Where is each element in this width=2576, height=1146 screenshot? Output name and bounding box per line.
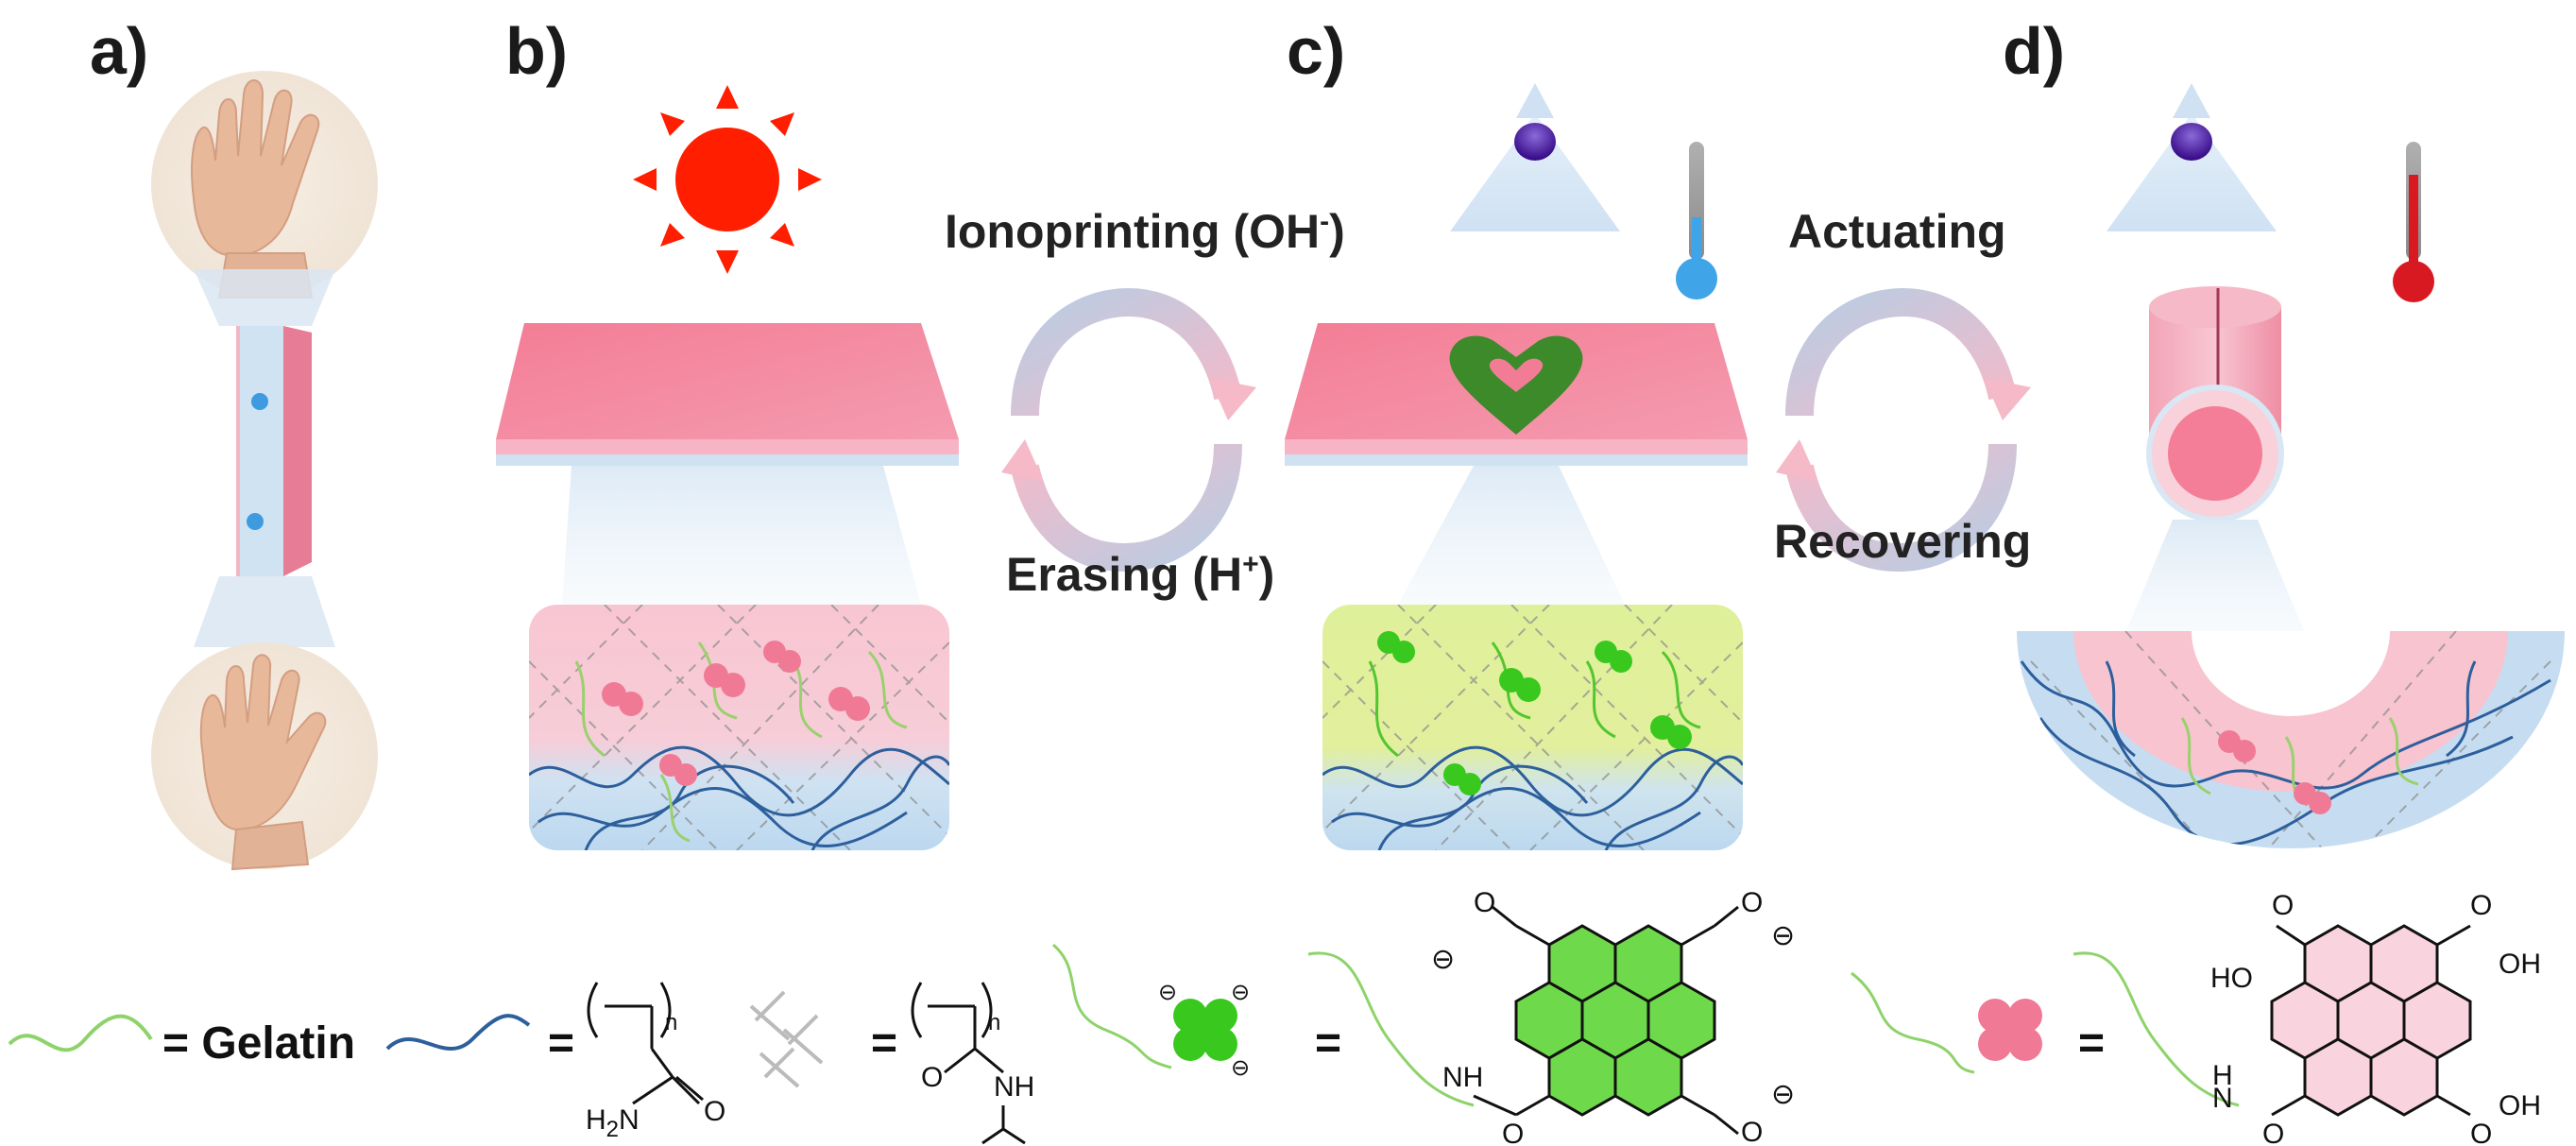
pnipam-o: O — [921, 1062, 943, 1093]
green-perylene-structure — [1514, 924, 1716, 1117]
legend-green-equals: = — [1315, 1018, 1341, 1069]
legend: = Gelatin = n H2N O = — [8, 887, 2541, 1146]
green-coo-left-minus: ⊖ — [1431, 944, 1455, 975]
green-coo-bottom-minus: ⊖ — [1771, 1079, 1795, 1110]
lamp-icon-c — [1450, 83, 1620, 231]
panel-d — [2017, 83, 2565, 848]
legend-green-dye-icon — [1173, 999, 1237, 1061]
pam-h2n: H2N — [586, 1104, 640, 1142]
pink-amide-o: O — [2262, 1119, 2284, 1146]
legend-pam-line — [385, 1014, 531, 1051]
label-erasing: Erasing (H+) — [1006, 548, 1274, 601]
strip-dot-bottom — [247, 513, 264, 530]
pink-perylene-structure — [2270, 924, 2472, 1117]
label-actuating: Actuating — [1788, 205, 2006, 258]
panel-label-c: c) — [1287, 14, 1345, 88]
panel-label-d: d) — [2003, 14, 2065, 88]
thermometer-cold-icon — [1676, 142, 1717, 299]
pink-nh: H — [2212, 1060, 2233, 1091]
legend-pink-dye-icon — [1978, 999, 2042, 1061]
arrow-head-forward — [1209, 378, 1256, 420]
legend-pam-equals: = — [548, 1018, 574, 1069]
panel-label-b: b) — [505, 14, 568, 88]
arrow-head-recover — [1776, 439, 1818, 482]
zoom-beam-c — [1398, 466, 1625, 605]
lamp-icon-d — [2107, 83, 2277, 231]
gel-strip-side — [283, 326, 312, 576]
green-nh: NH — [1442, 1062, 1483, 1093]
gel-slab-b — [496, 323, 959, 466]
pink-o-left: O — [2272, 890, 2294, 921]
gel-tube — [2146, 286, 2284, 522]
panel-a — [151, 71, 378, 871]
legend-pink-gelatin — [1851, 971, 1975, 1074]
green-coo-right-minus: ⊖ — [1771, 920, 1795, 951]
pam-n: n — [665, 1010, 677, 1035]
pink-o-right: O — [2470, 890, 2492, 921]
thermometer-hot-icon — [2393, 142, 2434, 302]
pnipam-nh: NH — [994, 1071, 1034, 1103]
green-amide-o: O — [1502, 1119, 1524, 1146]
cycle-arrows-cd — [1776, 287, 2031, 573]
green-coo-bottom-o: O — [1741, 1117, 1763, 1146]
pink-oh-bottom: OH — [2499, 1090, 2541, 1121]
network-zoom-b — [529, 605, 949, 850]
dye-molecules-pink — [602, 641, 870, 786]
legend-gelatin-label: = Gelatin — [162, 1018, 355, 1069]
pnipam-structure — [911, 982, 1026, 1145]
green-coo-right-o: O — [1741, 887, 1763, 918]
pink-ho-left: HO — [2210, 963, 2253, 994]
green-dye-minus-1: ⊖ — [1158, 980, 1177, 1005]
magnifier-cone-top — [194, 269, 335, 326]
hand-back-icon — [199, 654, 327, 871]
network-zoom-d — [2017, 631, 2565, 848]
label-recovering: Recovering — [1774, 515, 2031, 568]
green-coo-left-o: O — [1474, 887, 1495, 918]
pam-o: O — [704, 1096, 725, 1127]
dye-molecules-green — [1377, 631, 1692, 795]
green-dye-minus-2: ⊖ — [1231, 980, 1250, 1005]
legend-crosslink-grid — [749, 990, 824, 1088]
zoom-beam-b — [562, 466, 921, 605]
gel-strip-front — [236, 326, 283, 576]
sun-icon — [633, 85, 822, 274]
network-zoom-c — [1322, 605, 1743, 850]
label-ionoprinting: Ionoprinting (OH-) — [945, 205, 1345, 258]
panel-label-a: a) — [90, 14, 148, 88]
legend-gelatin-line — [8, 1014, 153, 1052]
legend-green-gelatin — [1052, 943, 1172, 1069]
panel-b — [496, 85, 959, 850]
pnipam-n: n — [988, 1010, 1000, 1035]
panel-c — [1285, 83, 1748, 850]
green-dye-minus-3: ⊖ — [1231, 1055, 1250, 1081]
legend-pnipam-equals: = — [871, 1018, 897, 1069]
cycle-arrows-bc — [1001, 287, 1256, 573]
zoom-beam-d — [2125, 520, 2305, 633]
strip-dot-top — [251, 393, 268, 410]
pam-structure — [587, 982, 704, 1105]
legend-pink-equals: = — [2078, 1018, 2105, 1069]
arrow-head-back — [1001, 439, 1044, 482]
pink-oh-right: OH — [2499, 949, 2541, 980]
arrow-head-actuate — [1984, 378, 2031, 420]
pink-o-bottom: O — [2470, 1119, 2492, 1146]
pink-n: N — [2212, 1083, 2233, 1114]
magnifier-cone-bottom — [194, 576, 335, 647]
